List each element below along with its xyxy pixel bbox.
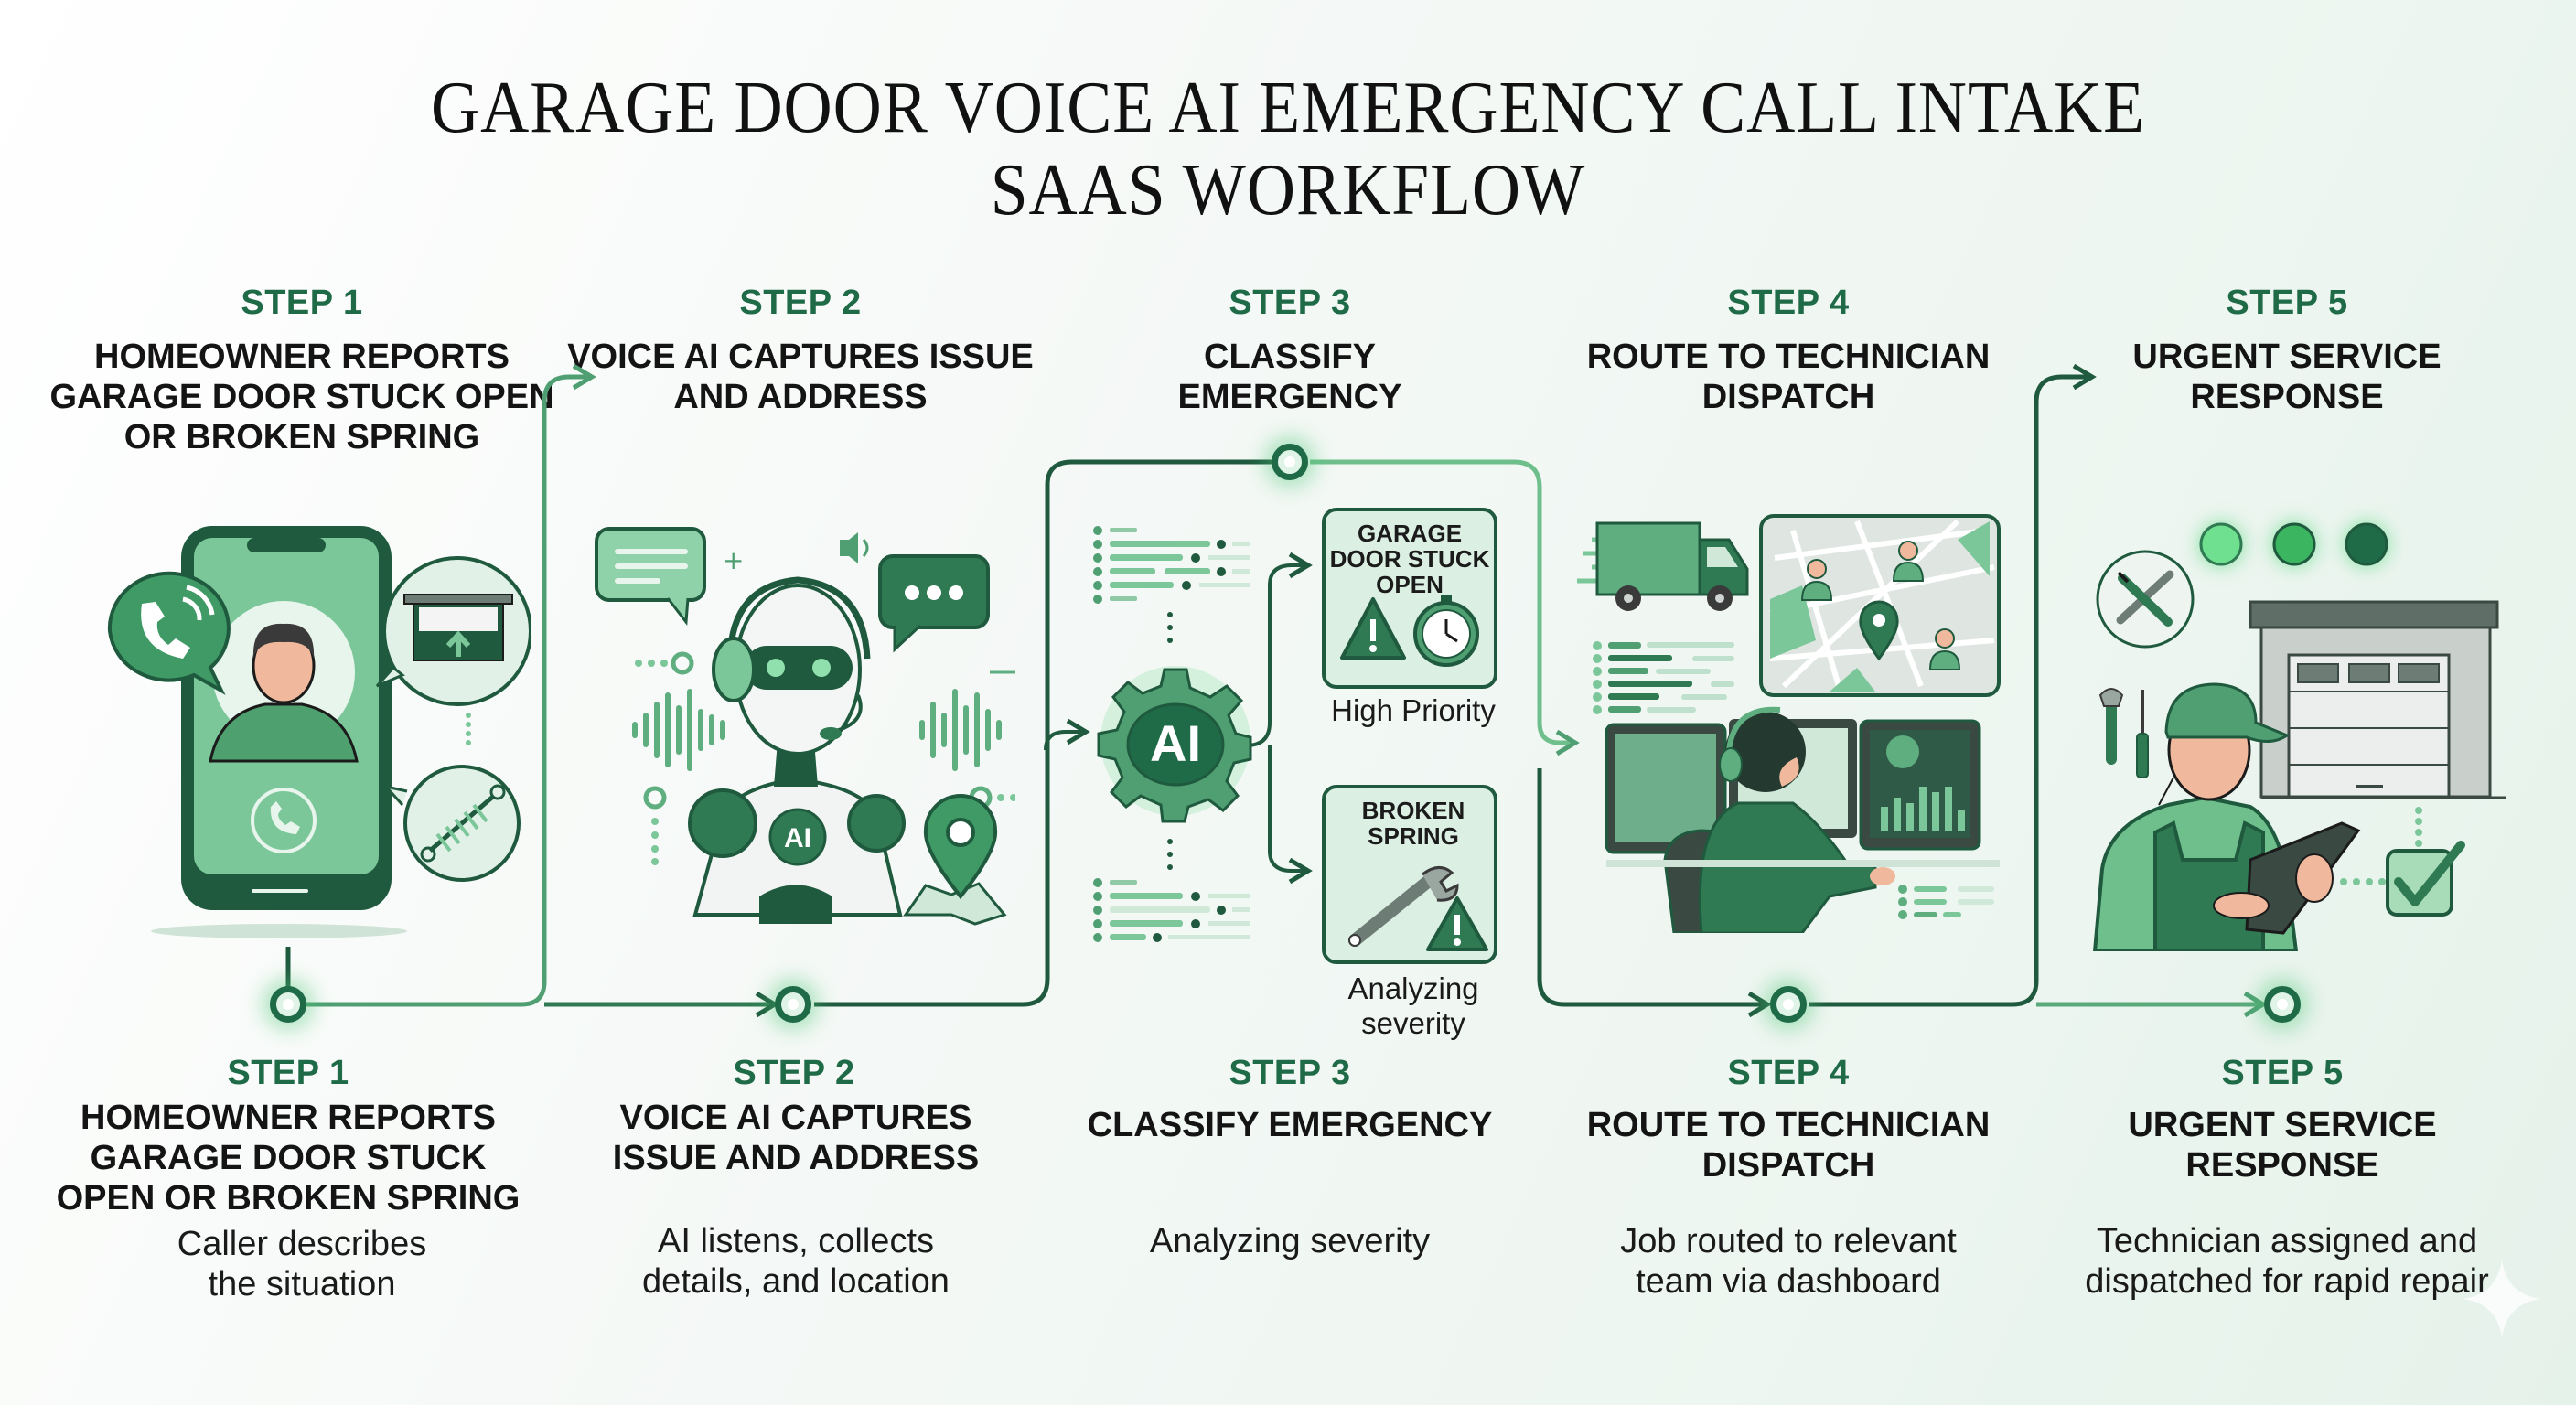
step-5-illustration xyxy=(2067,476,2543,951)
data-lines-icon xyxy=(1593,641,1734,714)
technician-marker-icon xyxy=(1800,541,1961,670)
step-5-node[interactable] xyxy=(2264,986,2301,1023)
step-4-illustration xyxy=(1573,512,2012,933)
step-2-illustration: + AI xyxy=(585,512,1015,933)
bottom-step-4-title: ROUTE TO TECHNICIAN DISPATCH xyxy=(1586,1106,1991,1185)
card-garage-door-title: GARAGE DOOR STUCK OPEN xyxy=(1329,520,1490,598)
card-garage-door-stuck-open[interactable]: GARAGE DOOR STUCK OPEN xyxy=(1322,508,1497,689)
speaker-icon xyxy=(840,532,869,563)
technician-icon xyxy=(2092,682,2361,951)
sound-wave-right-icon xyxy=(919,689,1002,771)
bottom-step-5-desc: Technician assigned and dispatched for r… xyxy=(2085,1222,2489,1301)
bottom-step-2-title: VOICE AI CAPTURES ISSUE AND ADDRESS xyxy=(612,1099,980,1177)
truck-icon xyxy=(1577,521,1749,611)
status-lights-icon xyxy=(2199,522,2388,566)
top-step-3-label: STEP 3 xyxy=(1229,284,1351,322)
robot-agent-icon: AI xyxy=(688,576,906,924)
step-2-node[interactable] xyxy=(775,986,811,1023)
step-1-illustration xyxy=(91,512,531,951)
bottom-step-4-label: STEP 4 xyxy=(1727,1054,1850,1092)
tool-icons xyxy=(2098,688,2149,778)
bottom-step-1-desc: Caller describes the situation xyxy=(177,1225,427,1303)
robot-chest-label: AI xyxy=(784,823,811,853)
bottom-step-3-desc: Analyzing severity xyxy=(1149,1222,1431,1260)
top-step-1-label: STEP 1 xyxy=(241,284,363,322)
dispatcher-operator-icon xyxy=(1663,706,1895,933)
data-lines-top-icon xyxy=(1093,526,1250,604)
top-step-4-label: STEP 4 xyxy=(1727,284,1850,322)
top-step-3-title: CLASSIFY EMERGENCY xyxy=(1177,338,1402,416)
garage-door-icon xyxy=(2249,600,2506,799)
step-3-node[interactable] xyxy=(1272,444,1308,480)
top-step-4-title: ROUTE TO TECHNICIAN DISPATCH xyxy=(1586,338,1991,416)
bottom-step-1-label: STEP 1 xyxy=(227,1054,349,1092)
bottom-step-3-label: STEP 3 xyxy=(1229,1054,1351,1092)
tools-badge-icon xyxy=(2096,550,2195,649)
bottom-step-2-label: STEP 2 xyxy=(733,1054,855,1092)
card-broken-spring[interactable]: BROKEN SPRING xyxy=(1322,785,1497,964)
map-pin-icon xyxy=(903,794,1007,926)
warning-icon xyxy=(1340,597,1406,660)
page-title-line2: SAAS WORKFLOW xyxy=(990,150,1586,231)
stopwatch-icon xyxy=(1413,595,1479,667)
garage-door-bubble-icon xyxy=(375,556,531,706)
bottom-step-2-desc: AI listens, collects details, and locati… xyxy=(642,1222,950,1301)
svg-text:+: + xyxy=(723,545,744,575)
dispatch-map-icon xyxy=(1759,514,2001,697)
step-3-data-and-gear: AI xyxy=(1084,512,1340,970)
sparkle-icon xyxy=(2463,1260,2541,1338)
person-avatar-icon xyxy=(209,601,359,763)
bottom-step-4-desc: Job routed to relevant team via dashboar… xyxy=(1620,1222,1957,1301)
step-1-node[interactable] xyxy=(270,986,306,1023)
bottom-step-3-title: CLASSIFY EMERGENCY xyxy=(1087,1106,1493,1144)
phone-call-button-icon xyxy=(251,788,317,853)
chat-bubble-typing-icon xyxy=(878,554,990,653)
chat-bubble-text-icon xyxy=(595,527,706,627)
bottom-step-1-title: HOMEOWNER REPORTS GARAGE DOOR STUCK OPEN… xyxy=(56,1099,521,1217)
wrench-icon xyxy=(1348,866,1459,947)
top-step-2-label: STEP 2 xyxy=(739,284,862,322)
card-broken-spring-title: BROKEN SPRING xyxy=(1361,797,1465,850)
card-garage-door-caption: High Priority xyxy=(1331,693,1496,727)
page-title-line1: GARAGE DOOR VOICE AI EMERGENCY CALL INTA… xyxy=(430,68,2146,148)
step-4-node[interactable] xyxy=(1770,986,1807,1023)
phone-call-bubble-icon xyxy=(107,571,231,695)
bottom-step-5-title: URGENT SERVICE RESPONSE xyxy=(2128,1106,2437,1185)
sound-wave-left-icon xyxy=(632,689,725,771)
top-step-1-title: HOMEOWNER REPORTS GARAGE DOOR STUCK OPEN… xyxy=(49,338,554,456)
ai-gear-icon: AI xyxy=(1097,666,1252,823)
spring-bubble-icon xyxy=(381,765,521,882)
data-lines-bottom-icon xyxy=(1093,878,1250,942)
location-pin-icon xyxy=(1859,600,1899,661)
warning-icon xyxy=(1426,896,1488,951)
top-step-2-title: VOICE AI CAPTURES ISSUE AND ADDRESS xyxy=(567,338,1034,416)
gear-label: AI xyxy=(1150,714,1201,772)
card-broken-spring-caption: Analyzing severity xyxy=(1347,971,1479,1040)
checkmark-icon xyxy=(2386,841,2465,917)
top-step-5-title: URGENT SERVICE RESPONSE xyxy=(2132,338,2442,416)
data-lines-small-icon xyxy=(1898,885,1994,919)
top-step-5-label: STEP 5 xyxy=(2226,284,2348,322)
bottom-step-5-label: STEP 5 xyxy=(2221,1054,2344,1092)
